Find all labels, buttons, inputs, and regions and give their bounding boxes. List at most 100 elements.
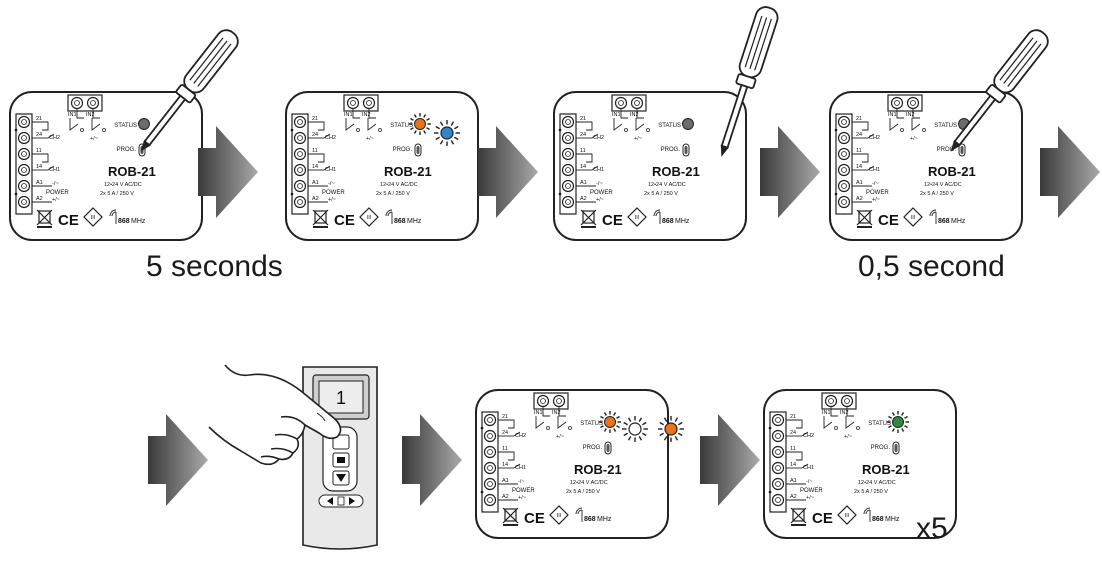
wireless-signal-icon [575, 507, 583, 522]
polarity-plus-label: +/~ [52, 197, 60, 203]
input-polarity-label: +/~ [366, 136, 374, 142]
terminal-a1-label: A1 [790, 478, 797, 484]
terminal-24-label: 24 [790, 430, 796, 436]
ce-mark: CE [334, 212, 355, 229]
led-blink-icon [658, 416, 684, 442]
rating-label: 2x 5 A / 250 V [854, 489, 888, 495]
in1-label: IN1 [68, 112, 77, 118]
rating-label: 2x 5 A / 250 V [376, 191, 410, 197]
prog-label: PROG. [937, 147, 957, 153]
blink-ray [454, 125, 459, 130]
blink-ray [627, 436, 632, 441]
ch1-label: CH1 [593, 167, 604, 173]
polarity-plus-label: +/~ [518, 495, 526, 501]
class-iii-icon: III [627, 207, 647, 227]
voltage-label: 12•24 V AC/DC [648, 182, 686, 188]
weee-icon [580, 209, 597, 228]
terminal-a2-label: A2 [36, 196, 43, 202]
led-ray [901, 412, 905, 416]
blink-ray [435, 125, 440, 130]
terminal-a2-label: A2 [856, 196, 863, 202]
led-ray [413, 130, 417, 134]
svg-text:III: III [367, 215, 372, 221]
rob21-module-drawing: 21 24 CH2 11 14 CH1 A1 A2 -/~ +/~ POWER … [475, 389, 669, 539]
frequency-unit: MHz [675, 218, 690, 225]
led-ray [603, 428, 607, 432]
in1-label: IN1 [822, 410, 831, 416]
in2-label: IN2 [86, 112, 95, 118]
model-label: ROB-21 [928, 164, 976, 179]
terminal-24-label: 24 [312, 132, 318, 138]
blink-ray [659, 432, 664, 437]
terminal-14-label: 14 [580, 164, 586, 170]
polarity-minus-label: -/~ [806, 479, 813, 485]
led-ray [423, 130, 427, 134]
status-label: STATUS [390, 123, 413, 129]
blink-ray [674, 436, 679, 441]
blink-ray [663, 436, 668, 441]
terminal-a2-label: A2 [790, 494, 797, 500]
polarity-minus-label: -/~ [596, 181, 603, 187]
wireless-signal-icon [863, 507, 871, 522]
blink-ray [659, 421, 664, 426]
led-ray [891, 412, 895, 416]
terminal-a1-label: A1 [312, 180, 319, 186]
status-led-glow-icon [409, 113, 431, 135]
ce-mark: CE [58, 212, 79, 229]
led-ray [410, 127, 414, 131]
frequency-value: 868 [662, 218, 674, 225]
blink-ray [678, 432, 683, 437]
terminal-14-label: 14 [502, 462, 508, 468]
voltage-label: 12•24 V AC/DC [858, 480, 896, 486]
remote-up-button[interactable] [332, 434, 350, 450]
led-ray [413, 114, 417, 118]
model-label: ROB-21 [574, 462, 622, 477]
weee-icon [36, 209, 53, 228]
blink-ray [627, 417, 632, 422]
ch1-label: CH1 [325, 167, 336, 173]
status-label: STATUS [114, 123, 137, 129]
voltage-label: 12•24 V AC/DC [570, 480, 608, 486]
status-led [138, 118, 150, 130]
power-label: POWER [590, 190, 613, 196]
blink-led [664, 422, 678, 436]
polarity-plus-label: +/~ [328, 197, 336, 203]
hand-pressing-icon [208, 364, 342, 466]
module-step-4: 21 24 CH2 11 14 CH1 A1 A2 -/~ +/~ POWER … [828, 90, 1024, 242]
rob21-module-drawing: 21 24 CH2 11 14 CH1 A1 A2 -/~ +/~ POWER … [829, 91, 1023, 241]
in2-label: IN2 [840, 410, 849, 416]
blink-ray [439, 140, 444, 145]
blink-ray [678, 421, 683, 426]
model-label: ROB-21 [108, 164, 156, 179]
blink-ray [623, 421, 628, 426]
led-ray [613, 428, 617, 432]
polarity-minus-label: -/~ [328, 181, 335, 187]
ch2-label: CH2 [593, 135, 604, 141]
in1-label: IN1 [888, 112, 897, 118]
frequency-value: 868 [394, 218, 406, 225]
status-led [414, 118, 426, 130]
weee-icon [502, 507, 519, 526]
terminal-11-label: 11 [856, 148, 862, 154]
ch2-label: CH2 [803, 433, 814, 439]
led-ray [410, 117, 414, 121]
rating-label: 2x 5 A / 250 V [100, 191, 134, 197]
led-blink-icon [434, 120, 460, 146]
terminal-14-label: 14 [790, 462, 796, 468]
power-label: POWER [800, 488, 823, 494]
caption-step-4: 0,5 second [858, 250, 1005, 283]
blink-ray [450, 140, 455, 145]
frequency-unit: MHz [885, 516, 900, 523]
frequency-value: 868 [584, 516, 596, 523]
flow-arrow-icon [198, 126, 258, 218]
flow-arrow-shape [198, 126, 258, 218]
ch1-label: CH1 [803, 465, 814, 471]
ch1-label: CH1 [49, 167, 60, 173]
polarity-minus-label: -/~ [518, 479, 525, 485]
led-ray [888, 415, 892, 419]
frequency-value: 868 [938, 218, 950, 225]
status-label: STATUS [658, 123, 681, 129]
terminal-11-label: 11 [36, 148, 42, 154]
flow-arrow-icon [1040, 126, 1100, 218]
prog-button-core [894, 444, 898, 452]
